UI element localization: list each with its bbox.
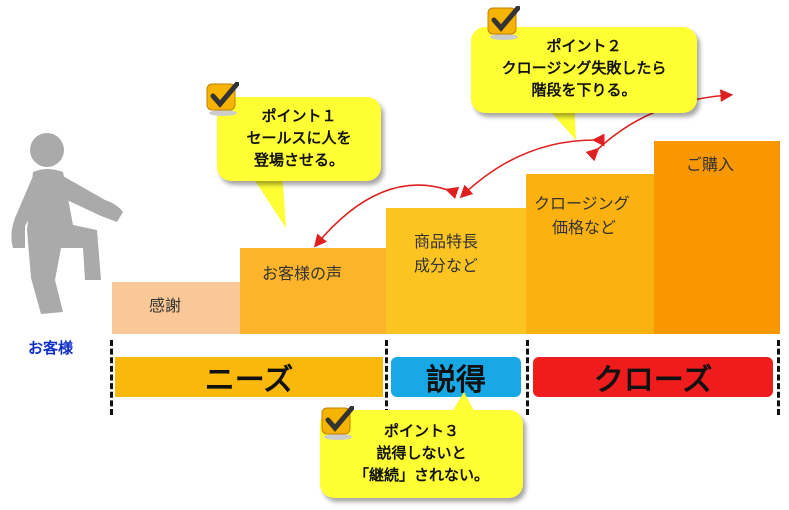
phase-divider-persuade-close [526, 340, 529, 415]
phase-needs-bar: ニーズ [115, 357, 383, 398]
checkmark-icon [206, 82, 239, 116]
callout-point2: ポイント２ クロージング失敗したら 階段を下りる。 [471, 27, 697, 113]
checkmark-icon [321, 406, 354, 440]
step-closing-price-line1: クロージング [534, 194, 630, 213]
callout-point3-line3: 「継続」されない。 [353, 466, 489, 484]
callout-point1: ポイント１ セールスに人を 登場させる。 [217, 97, 381, 181]
step-gratitude: 感謝 [112, 282, 240, 334]
phase-close-label: クローズ [593, 363, 713, 398]
phase-divider-right [777, 340, 780, 415]
callout-point2-line3: 階段を下りる。 [531, 81, 637, 99]
phase-divider-needs-persuade [385, 340, 388, 415]
callout-point2-line2: クロージング失敗したら [501, 59, 667, 77]
step-closing-price-line2: 価格など [552, 218, 617, 237]
phase-close-bar: クローズ [533, 357, 773, 398]
phase-divider-left [110, 340, 113, 415]
callout-point1-title: ポイント１ [261, 107, 337, 125]
walking-person-icon [11, 133, 123, 314]
step-customer-voice: お客様の声 [240, 248, 386, 334]
phase-persuade-label: 説得 [426, 363, 486, 398]
arrow-back-to-features [459, 133, 605, 199]
callout-point3-line2: 説得しないと [376, 444, 467, 462]
checkmark-icon [487, 6, 520, 40]
customer-label: お客様 [28, 339, 74, 357]
phase-persuade-bar: 説得 [391, 357, 521, 398]
step-gratitude-label: 感謝 [149, 296, 182, 315]
callout-point1-line3: 登場させる。 [253, 151, 344, 169]
arrow-back-to-voice [313, 184, 460, 248]
callout-point1-tail [248, 170, 286, 228]
phase-needs-label: ニーズ [204, 363, 294, 398]
step-customer-voice-label: お客様の声 [262, 264, 343, 283]
step-product-features-line2: 成分など [414, 256, 479, 275]
callout-point1-line2: セールスに人を [246, 129, 352, 147]
callout-point3-title: ポイント３ [383, 422, 459, 440]
step-purchase: ご購入 [654, 141, 780, 334]
step-closing-price: クロージング 価格など [526, 174, 654, 334]
callout-point3: ポイント３ 説得しないと 「継続」されない。 [320, 410, 523, 498]
callout-point2-title: ポイント２ [546, 37, 622, 55]
